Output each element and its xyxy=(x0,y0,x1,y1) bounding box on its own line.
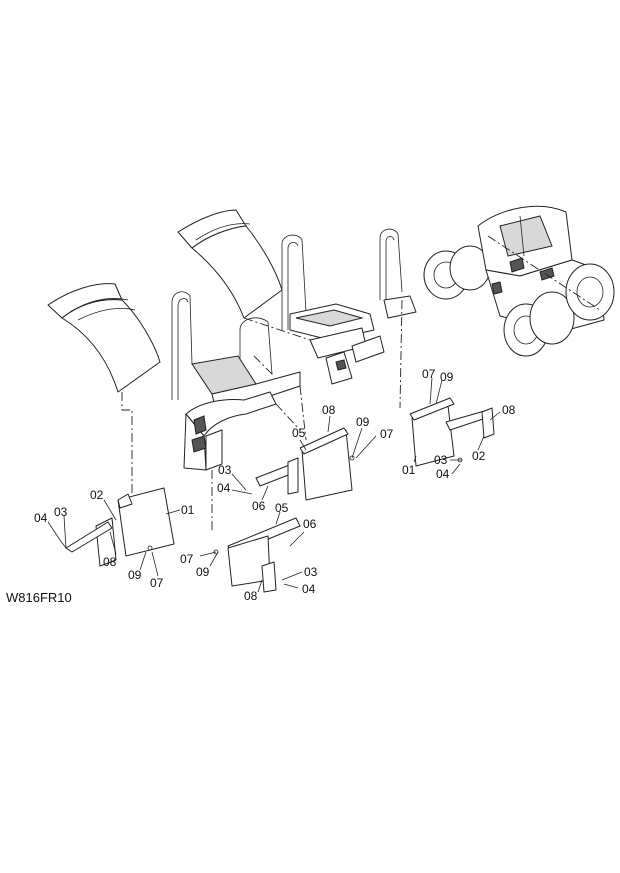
mudflap-group-lower xyxy=(213,517,301,593)
callout-03: 03 xyxy=(218,463,232,477)
callout-07: 07 xyxy=(380,427,394,441)
callout-04: 04 xyxy=(34,511,48,525)
centre-frame-assembly xyxy=(281,228,417,385)
callout-02: 02 xyxy=(90,488,104,502)
callout-04: 04 xyxy=(436,467,450,481)
callout-02: 02 xyxy=(472,449,486,463)
callout-06: 06 xyxy=(303,517,317,531)
callout-08: 08 xyxy=(103,555,117,569)
callout-labels: 02 03 04 01 08 09 07 03 04 06 05 08 09 0… xyxy=(34,367,516,603)
drawing-code: W816FR10 xyxy=(6,590,72,605)
machine-overview xyxy=(423,205,615,357)
callout-leaders xyxy=(47,377,501,593)
callout-08: 08 xyxy=(244,589,258,603)
callout-03: 03 xyxy=(54,505,68,519)
left-frame-assembly xyxy=(171,291,301,471)
mudflap-group-right xyxy=(409,397,495,467)
callout-09: 09 xyxy=(196,565,210,579)
mudflap-group-centre xyxy=(255,427,355,501)
callout-07: 07 xyxy=(150,576,164,590)
callout-01: 01 xyxy=(181,503,195,517)
callout-07: 07 xyxy=(180,552,194,566)
callout-09: 09 xyxy=(128,568,142,582)
callout-08: 08 xyxy=(502,403,516,417)
callout-03: 03 xyxy=(434,453,448,467)
callout-03: 03 xyxy=(304,565,318,579)
callout-07: 07 xyxy=(422,367,436,381)
centre-fender-panel xyxy=(177,209,283,319)
left-fender-panel xyxy=(47,283,161,393)
callout-09: 09 xyxy=(440,370,454,384)
callout-08: 08 xyxy=(322,403,336,417)
callout-01: 01 xyxy=(402,463,416,477)
assembly-leaders xyxy=(121,299,403,530)
callout-09: 09 xyxy=(356,415,370,429)
callout-05: 05 xyxy=(292,426,306,440)
callout-06: 06 xyxy=(252,499,266,513)
callout-05: 05 xyxy=(275,501,289,515)
callout-04: 04 xyxy=(302,582,316,596)
mudflap-group-left xyxy=(59,487,175,567)
callout-04: 04 xyxy=(217,481,231,495)
